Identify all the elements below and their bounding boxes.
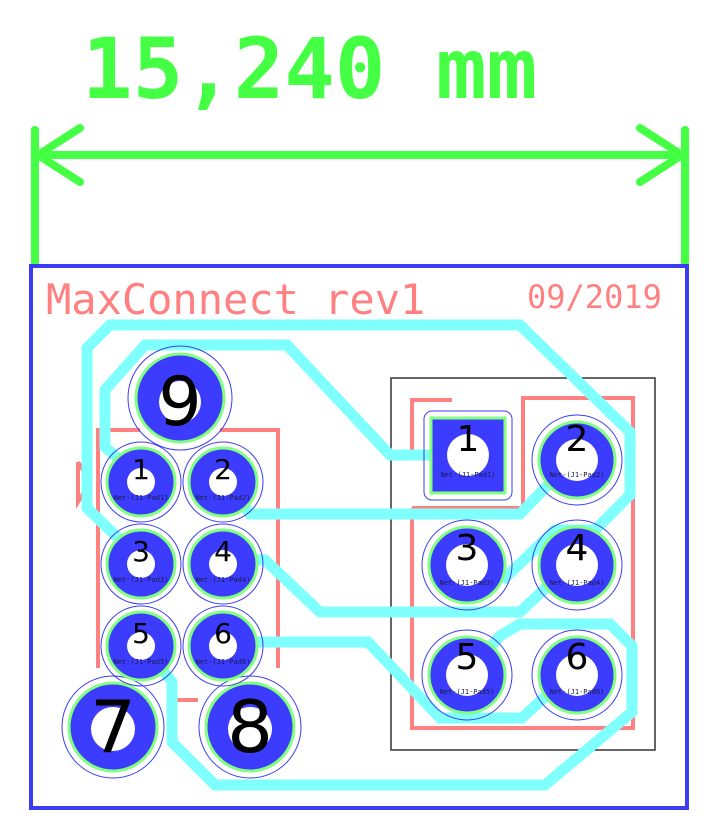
svg-text:1: 1 (457, 419, 480, 460)
svg-text:Net-(J1-Pad2): Net-(J1-Pad2) (196, 494, 251, 502)
pad-right-2[interactable]: 2 Net-(J1-Pad2) (531, 414, 623, 506)
svg-text:Net-(J1-Pad1): Net-(J1-Pad1) (441, 471, 496, 479)
svg-text:Net-(J1-Pad1): Net-(J1-Pad1) (114, 494, 169, 502)
left-connector[interactable]: 9 7 8 1 Net-(J1-Pad1) 2 Net-(J1-Pad2) 3 (61, 345, 302, 779)
board-outline[interactable] (29, 264, 689, 810)
pad-left-5[interactable]: 5 Net-(J1-Pad5) (100, 605, 182, 687)
pad-left-1[interactable]: 1 Net-(J1-Pad1) (100, 441, 182, 523)
pad-left-9[interactable]: 9 (127, 345, 233, 451)
pad-left-4[interactable]: 4 Net-(J1-Pad4) (182, 523, 264, 605)
svg-text:6: 6 (214, 617, 232, 650)
trace-net1 (99, 339, 430, 483)
svg-text:8: 8 (227, 685, 273, 769)
dimension-label: 15,240 mm (82, 20, 537, 118)
svg-text:6: 6 (566, 637, 589, 678)
silk-date: 09/2019 (527, 278, 662, 316)
svg-text:7: 7 (90, 685, 136, 769)
svg-text:Net-(J1-Pad2): Net-(J1-Pad2) (550, 471, 605, 479)
svg-text:Net-(J1-Pad5): Net-(J1-Pad5) (114, 658, 169, 666)
svg-text:Net-(J1-Pad5): Net-(J1-Pad5) (440, 688, 495, 696)
svg-text:2: 2 (214, 453, 232, 486)
right-connector-fab-outline (390, 377, 656, 751)
arrow-right-icon (636, 124, 686, 186)
pad-right-3[interactable]: 3 Net-(J1-Pad3) (421, 519, 513, 611)
trace-net4 (222, 554, 581, 618)
trace-net5 (136, 618, 638, 791)
svg-text:Net-(J1-Pad3): Net-(J1-Pad3) (114, 576, 169, 584)
pad-left-8[interactable]: 8 (198, 675, 302, 779)
svg-text:Net-(J1-Pad4): Net-(J1-Pad4) (196, 576, 251, 584)
svg-text:4: 4 (566, 528, 589, 569)
svg-text:Net-(J1-Pad4): Net-(J1-Pad4) (550, 579, 605, 587)
pad-right-5[interactable]: 5 Net-(J1-Pad5) (421, 629, 513, 721)
right-connector[interactable]: 1 Net-(J1-Pad1) 2 Net-(J1-Pad2) 3 Net-(J… (421, 410, 623, 721)
svg-text:5: 5 (132, 617, 150, 650)
svg-text:5: 5 (456, 637, 479, 678)
pad-right-6[interactable]: 6 Net-(J1-Pad6) (531, 629, 623, 721)
svg-text:4: 4 (214, 535, 232, 568)
svg-text:2: 2 (566, 419, 589, 460)
pad-left-2[interactable]: 2 Net-(J1-Pad2) (182, 441, 264, 523)
pad-right-4[interactable]: 4 Net-(J1-Pad4) (531, 519, 623, 611)
trace-net3 (81, 319, 636, 585)
svg-text:3: 3 (456, 528, 479, 569)
pad-left-3[interactable]: 3 Net-(J1-Pad3) (100, 523, 182, 605)
svg-text:3: 3 (132, 535, 150, 568)
svg-text:Net-(J1-Pad6): Net-(J1-Pad6) (196, 658, 251, 666)
svg-text:Net-(J1-Pad3): Net-(J1-Pad3) (440, 579, 495, 587)
svg-text:Net-(J1-Pad6): Net-(J1-Pad6) (550, 688, 605, 696)
arrow-left-icon (34, 124, 84, 186)
dimension-annotation[interactable]: 15,240 mm (31, 20, 689, 268)
pad-left-6[interactable]: 6 Net-(J1-Pad6) (182, 605, 264, 687)
pad-left-7[interactable]: 7 (61, 675, 165, 779)
pad-right-1[interactable]: 1 Net-(J1-Pad1) (423, 410, 513, 501)
svg-text:9: 9 (158, 363, 201, 442)
silk-title: MaxConnect rev1 (46, 275, 425, 324)
svg-text:1: 1 (132, 453, 150, 486)
